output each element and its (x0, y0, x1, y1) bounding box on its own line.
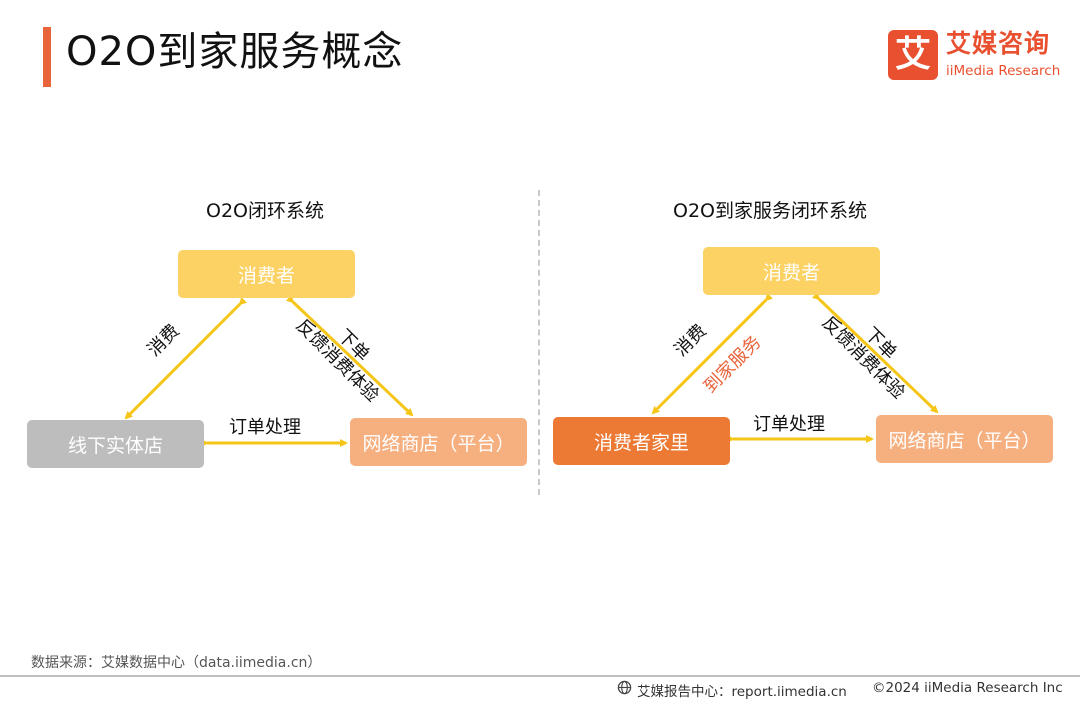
right-arrow-consume (651, 292, 774, 415)
brand-name-en: iiMedia Research (946, 63, 1061, 79)
page-title: O2O到家服务概念 (66, 29, 404, 75)
brand-name-cn: 艾媒咨询 (946, 29, 1051, 58)
left-node-online-store: 网络商店（平台） (350, 418, 527, 466)
title-accent-bar (43, 27, 51, 87)
report-center-link[interactable]: 艾媒报告中心：report.iimedia.cn (637, 684, 847, 700)
left-node-consumer: 消费者 (178, 250, 355, 298)
left-diagram-title: O2O闭环系统 (206, 200, 324, 222)
center-divider (538, 190, 540, 495)
right-node-consumer-home: 消费者家里 (553, 417, 730, 465)
left-label-order-processing: 订单处理 (229, 417, 301, 438)
copyright-text: ©2024 iiMedia Research Inc (872, 680, 1063, 696)
right-diagram-title: O2O到家服务闭环系统 (673, 200, 867, 222)
right-label-order-processing: 订单处理 (753, 414, 825, 435)
brand-logo-icon: 艾 (888, 30, 938, 80)
left-arrow-consume (124, 296, 248, 420)
footer-divider (0, 675, 1080, 677)
right-node-online-store: 网络商店（平台） (876, 415, 1053, 463)
left-node-offline-store: 线下实体店 (27, 420, 204, 468)
globe-icon (617, 680, 632, 695)
data-source-note: 数据来源：艾媒数据中心（data.iimedia.cn） (31, 655, 322, 671)
right-arrow-order (811, 291, 939, 414)
right-node-consumer: 消费者 (703, 247, 880, 295)
left-arrow-order (285, 294, 414, 417)
